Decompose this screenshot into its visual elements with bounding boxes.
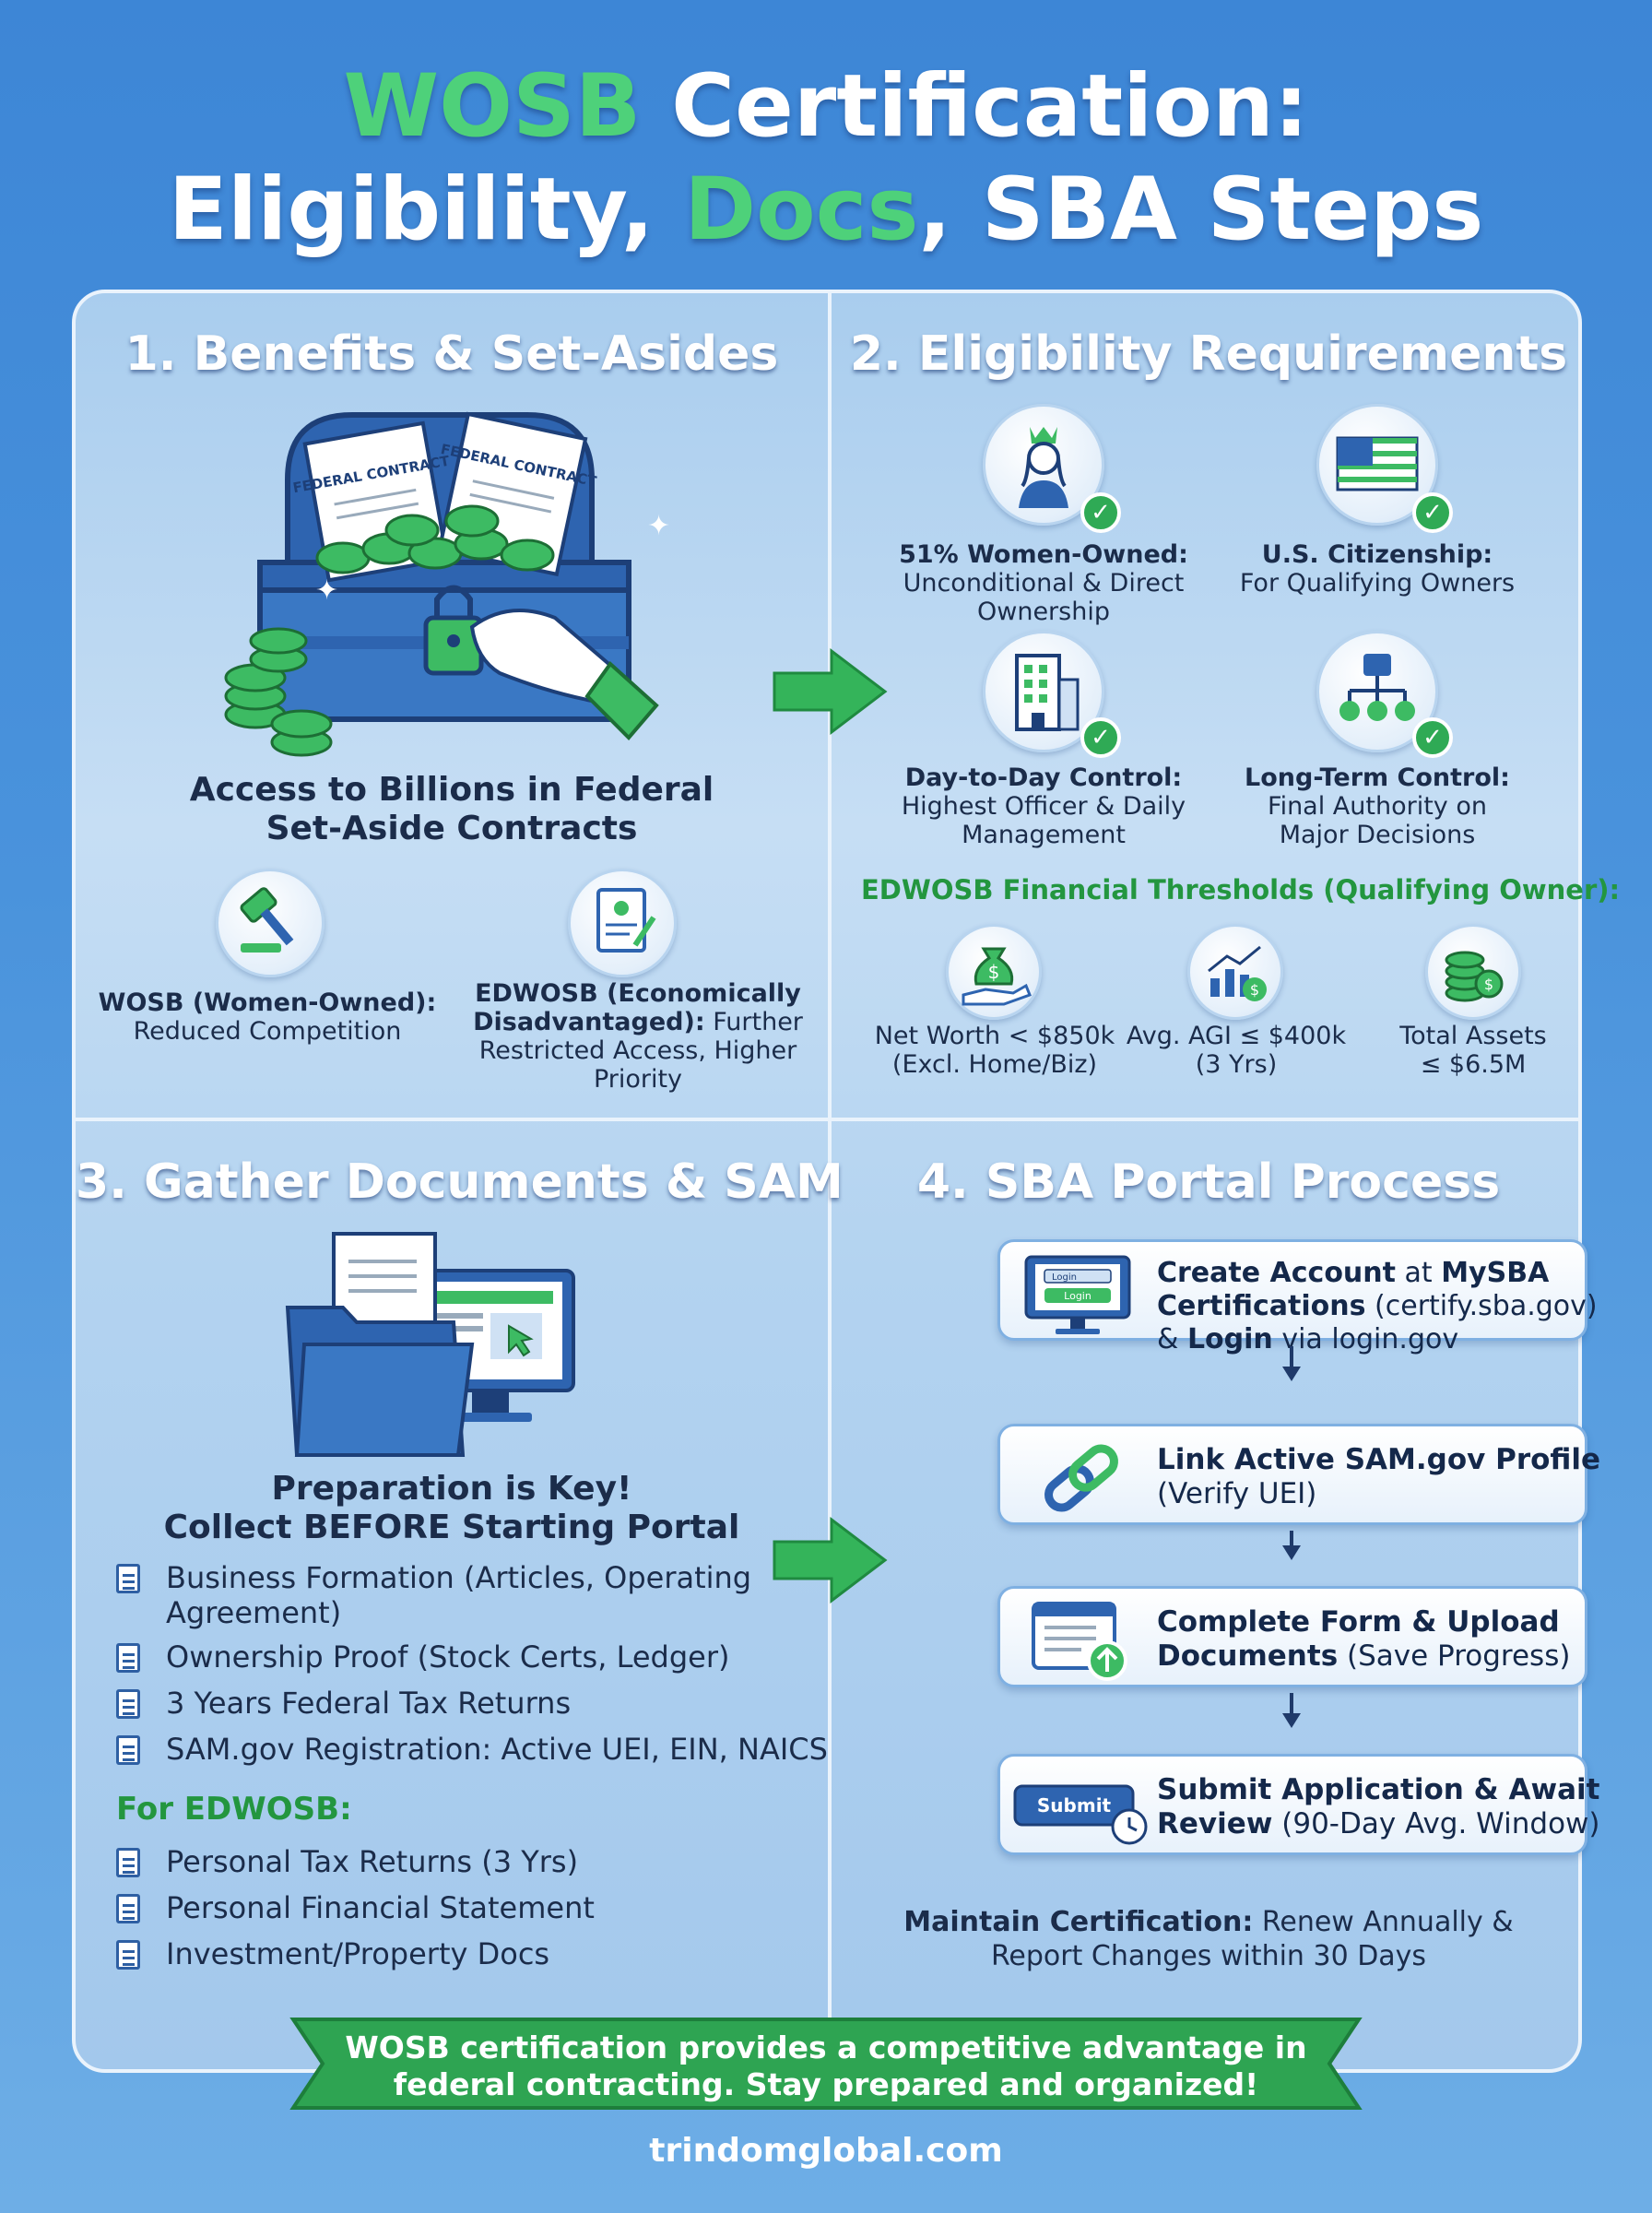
- page-title: WOSB Certification: Eligibility, Docs, S…: [168, 56, 1484, 260]
- banner-line-1: WOSB certification provides a competitiv…: [345, 2030, 1306, 2065]
- benefits-tagline: Access to Billions in Federal Set-Aside …: [189, 771, 714, 847]
- svg-text:$: $: [1250, 981, 1259, 999]
- chain-link-icon: [1044, 1444, 1118, 1512]
- portal-heading: 4. SBA Portal Process: [916, 1154, 1501, 1210]
- svg-text:✦: ✦: [647, 510, 670, 542]
- documents-heading: 3. Gather Documents & SAM: [76, 1154, 844, 1210]
- document-icon: [116, 1735, 140, 1765]
- edwosb-benefit: EDWOSB (Economically Disadvantaged): Fur…: [473, 979, 803, 1094]
- svg-text:Login: Login: [1052, 1272, 1077, 1283]
- coin-stack-icon: $: [1425, 924, 1521, 1020]
- preparation-callout: Preparation is Key! Collect BEFORE Start…: [163, 1470, 740, 1546]
- money-bag-hand-icon: $: [946, 924, 1042, 1020]
- flow-arrow-down: [1282, 1693, 1301, 1728]
- document-icon: [116, 1564, 140, 1593]
- svg-text:Submit: Submit: [1037, 1794, 1112, 1817]
- benefits-heading: 1. Benefits & Set-Asides: [124, 326, 779, 382]
- eligibility-item-long-term-control: Long-Term Control: Final Authority on Ma…: [1245, 763, 1510, 849]
- banner-line-2: federal contracting. Stay prepared and o…: [394, 2066, 1258, 2102]
- login-computer-icon: Login Login: [1024, 1255, 1131, 1334]
- document-icon: [116, 1940, 140, 1970]
- flow-arrow-down: [1282, 1346, 1301, 1381]
- document-sign-icon: [568, 869, 677, 977]
- document-icon: [116, 1894, 140, 1923]
- svg-text:✦: ✦: [315, 574, 338, 607]
- footer-website: trindomglobal.com: [649, 2132, 1003, 2170]
- document-icon: [116, 1643, 140, 1673]
- wosb-benefit: WOSB (Women-Owned): Reduced Competition: [98, 988, 437, 1046]
- step-create-account: Login Login Create Account at MySBA Cert…: [997, 1239, 1598, 1355]
- step-submit-application: Submit Submit Application & Await Review…: [997, 1754, 1600, 1855]
- svg-text:$: $: [1484, 976, 1493, 993]
- eligibility-item-day-control: Day-to-Day Control: Highest Officer & Da…: [901, 763, 1186, 849]
- summary-banner: WOSB certification provides a competitiv…: [289, 2018, 1363, 2110]
- horizontal-divider: [76, 1118, 1578, 1121]
- thresholds-heading: EDWOSB Financial Thresholds (Qualifying …: [861, 874, 1621, 905]
- edwosb-docs-heading: For EDWOSB:: [116, 1791, 352, 1828]
- svg-text:$: $: [988, 961, 1000, 983]
- flow-arrow-right-icon: [773, 647, 888, 736]
- threshold-total-assets: Total Assets ≤ $6.5M: [1399, 1022, 1547, 1079]
- check-icon: ✓: [1412, 717, 1453, 758]
- gavel-icon: [216, 869, 324, 977]
- flow-arrow-down: [1282, 1531, 1301, 1560]
- submit-clock-icon: Submit: [1013, 1784, 1148, 1845]
- eligibility-heading: 2. Eligibility Requirements: [849, 326, 1568, 382]
- eligibility-item-citizenship: U.S. Citizenship: For Qualifying Owners: [1239, 540, 1516, 598]
- eligibility-item-women-owned: 51% Women-Owned: Unconditional & Direct …: [899, 540, 1188, 626]
- document-icon: [116, 1848, 140, 1877]
- folder-computer-icon: [285, 1232, 575, 1457]
- check-icon: ✓: [1080, 717, 1121, 758]
- flow-arrow-right-icon: [773, 1516, 888, 1604]
- step-link-sam: Link Active SAM.gov Profile (Verify UEI): [997, 1424, 1600, 1525]
- svg-text:Login: Login: [1064, 1290, 1092, 1302]
- woman-owner-icon: [983, 404, 1104, 526]
- upload-form-icon: [1032, 1602, 1127, 1681]
- step-complete-form: Complete Form & Upload Documents (Save P…: [997, 1586, 1587, 1687]
- threshold-agi: Avg. AGI ≤ $400k (3 Yrs): [1126, 1022, 1347, 1079]
- threshold-net-worth: Net Worth < $850k (Excl. Home/Biz): [874, 1022, 1115, 1079]
- treasure-chest-icon: FEDERAL CONTRACT FEDERAL CONTRACT ✦✦: [224, 411, 670, 757]
- document-icon: [116, 1689, 140, 1719]
- growth-chart-icon: $: [1187, 924, 1283, 1020]
- check-icon: ✓: [1412, 492, 1453, 533]
- maintain-certification: Maintain Certification: Renew Annually &…: [903, 1906, 1514, 1972]
- check-icon: ✓: [1080, 492, 1121, 533]
- vertical-divider: [828, 293, 832, 2069]
- content-panel: 1. Benefits & Set-Asides FEDERAL CONTRAC…: [72, 290, 1620, 2073]
